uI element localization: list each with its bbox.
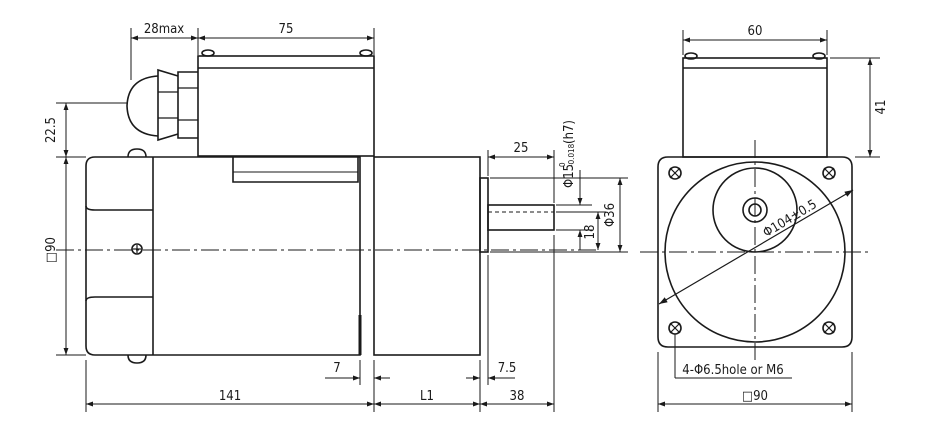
lid-screw-icon: [359, 49, 373, 57]
end-cap-rib-upper: [85, 205, 153, 211]
dim-mounting-holes: 4-Φ6.5hole or M6: [682, 363, 783, 378]
mounting-hole-icon: [822, 321, 836, 335]
bolt-tab-bottom: [127, 354, 147, 364]
cable-gland-body: [157, 68, 179, 142]
dim-shaft-diameter: Φ15 0 -0.018 (h7): [558, 120, 577, 188]
cable-gland-cap: [126, 75, 159, 137]
box-bracket: [232, 157, 359, 183]
dim-shaft-projection: 38: [510, 389, 525, 404]
front-flange: [657, 156, 853, 348]
mounting-hole-icon: [668, 166, 682, 180]
dim-shaft-diameter-main: Φ15: [562, 164, 577, 188]
dim-shaft-flat: 18: [583, 225, 598, 240]
cable-gland-nut: [177, 71, 198, 139]
dim-shaft-diameter-tol-lower: -0.018: [567, 143, 576, 167]
dim-shaft-length: 25: [514, 141, 529, 156]
dimension-lines: [56, 28, 880, 412]
dim-flange-thickness: 7: [333, 361, 340, 376]
dim-box-depth-max: 28max: [144, 22, 184, 37]
dim-gear-length: L1: [420, 389, 434, 404]
dim-pilot-diameter: Φ36: [603, 203, 618, 227]
junction-box: [197, 55, 375, 157]
pilot: [479, 177, 489, 253]
end-cap-rib-lower: [85, 296, 153, 302]
dim-pilot-depth: 7.5: [498, 361, 517, 376]
pcd-diameter-line: [658, 189, 854, 305]
output-shaft: [487, 204, 555, 231]
gear-housing: [373, 156, 481, 356]
dim-shaft-diameter-tol-upper: 0: [558, 162, 567, 167]
dim-box-offset: 22.5: [44, 117, 59, 143]
dim-box-length: 75: [279, 22, 294, 37]
dim-shaft-diameter-fit: (h7): [562, 120, 577, 144]
dim-box-height: 41: [874, 100, 889, 115]
lid-screw-icon: [201, 49, 215, 57]
screw-icon: [131, 243, 143, 255]
motor-body-outline: [85, 156, 361, 356]
side-view: [56, 49, 600, 364]
dim-body-length: 141: [219, 389, 241, 404]
bolt-tab-top: [127, 148, 147, 158]
dim-body-square: □90: [44, 237, 59, 263]
dim-box-width: 60: [748, 24, 763, 39]
front-view: [640, 52, 870, 360]
dim-front-square: □90: [742, 389, 768, 404]
mounting-hole-icon: [822, 166, 836, 180]
